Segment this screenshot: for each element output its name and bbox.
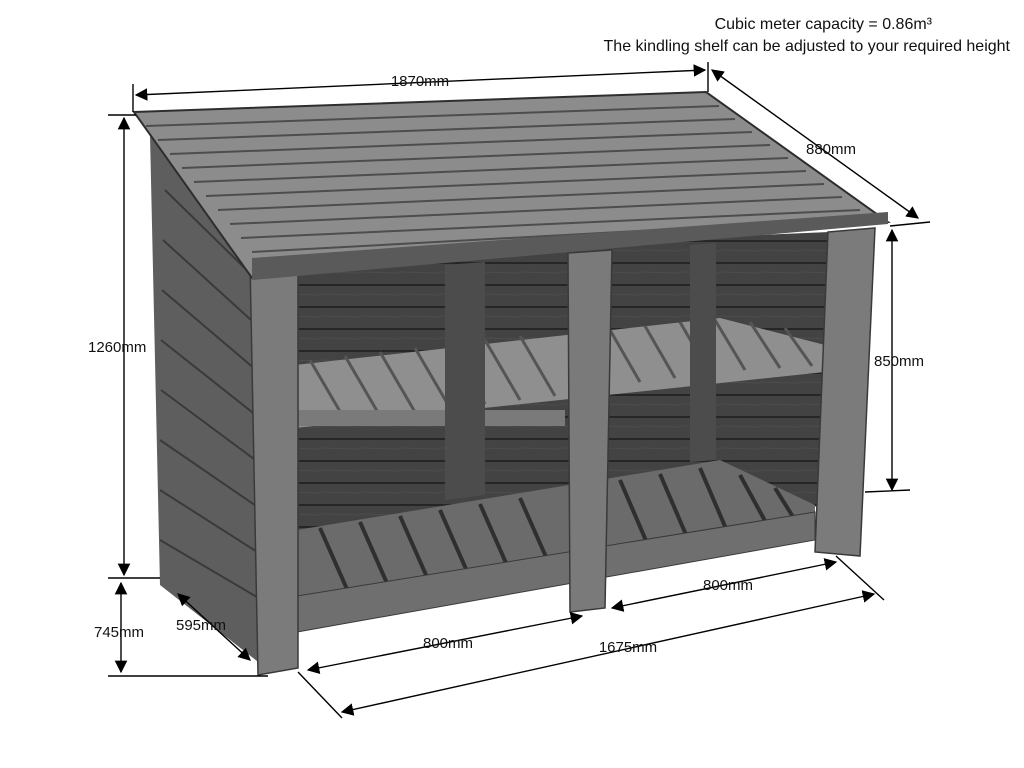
label-bay-right: 800mm (703, 577, 753, 594)
right-front-post (814, 227, 876, 557)
dim-depth-top-line (710, 69, 920, 219)
dim-inner-width-line (340, 590, 876, 716)
kindling-shelf-rail (295, 410, 565, 426)
roof-front-edge (252, 212, 888, 280)
label-overall-height: 1260mm (88, 339, 146, 356)
middle-post (567, 249, 613, 613)
label-base-height: 745mm (94, 624, 144, 641)
kindling-note: The kindling shelf can be adjusted to yo… (603, 38, 1010, 55)
capacity-note: Cubic meter capacity = 0.86m³ (714, 16, 932, 33)
left-front-post (249, 257, 299, 676)
label-front-height: 850mm (874, 353, 924, 370)
dimension-labels: 1870mm 880mm 1260mm 850mm 745mm 595mm 80… (88, 73, 924, 656)
back-post-right (690, 243, 716, 462)
label-overall-width: 1870mm (391, 73, 449, 90)
dim-base-depth-line (177, 593, 251, 661)
left-side-boards (159, 189, 263, 601)
left-side-wall (150, 135, 262, 665)
log-store-illustration (132, 90, 891, 676)
label-depth-top: 880mm (806, 141, 856, 158)
floor-slats (297, 460, 815, 600)
dim-overall-width-line (134, 64, 707, 101)
label-inner-width: 1675mm (599, 639, 657, 656)
back-post-left (445, 262, 485, 500)
label-base-depth: 595mm (176, 617, 226, 634)
dimension-lines (108, 62, 931, 719)
label-bay-left: 800mm (423, 635, 473, 652)
